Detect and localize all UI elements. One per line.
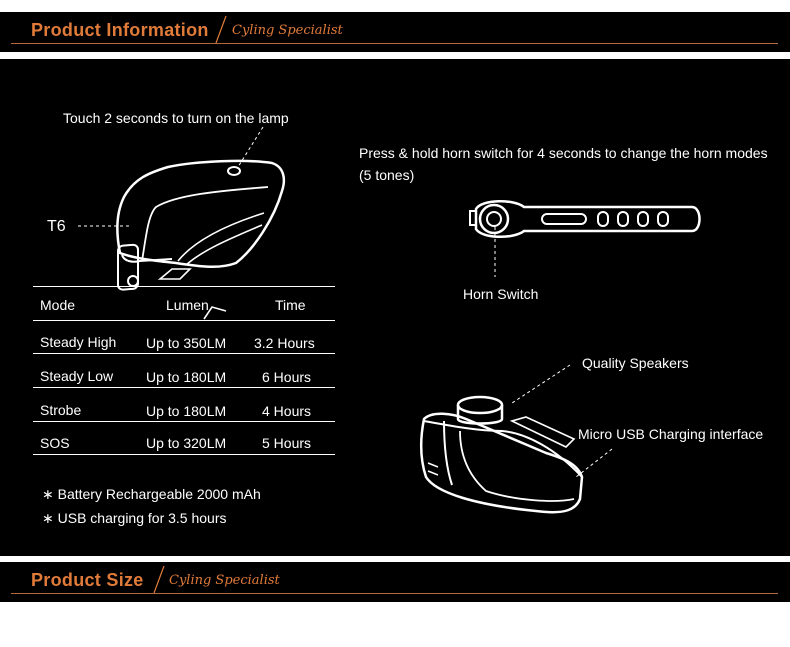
battery-note: ∗ Battery Rechargeable 2000 mAh (42, 486, 261, 502)
header-underline-bottom (11, 593, 778, 594)
table-cell-time: 5 Hours (262, 435, 312, 451)
header-band-top: Product Information Cyling Specialist (0, 12, 790, 52)
product-information-panel: Touch 2 seconds to turn on the lamp T6 M… (0, 59, 790, 556)
table-cell-lumen: Up to 180LM (146, 369, 227, 385)
speaker-unit-illustration (420, 364, 613, 514)
table-cell-lumen: Up to 350LM (146, 335, 227, 351)
horn-instruction: Press & hold horn switch for 4 seconds t… (359, 145, 768, 183)
table-header-mode: Mode (40, 297, 76, 313)
table-cell-lumen: Up to 180LM (146, 403, 227, 419)
header-slash-icon (153, 565, 165, 594)
table-cell-time: 6 Hours (262, 369, 312, 385)
header-band-bottom: Product Size Cyling Specialist (0, 562, 790, 602)
section-subtitle-top: Cyling Specialist (232, 23, 343, 38)
table-rule (33, 454, 335, 455)
table-header-lumen: Lumen (166, 297, 209, 313)
usb-charging-label: Micro USB Charging interface (578, 426, 764, 442)
table-rule (33, 387, 335, 388)
touch-instruction-label: Touch 2 seconds to turn on the lamp (63, 110, 289, 126)
bike-lamp-illustration (116, 126, 286, 320)
table-rule (33, 421, 335, 422)
section-subtitle-bottom: Cyling Specialist (169, 573, 280, 588)
quality-speakers-label: Quality Speakers (582, 355, 689, 371)
header-slash-icon (215, 15, 227, 44)
table-cell-mode: Steady Low (40, 368, 114, 384)
table-rule (33, 353, 335, 354)
horn-switch-label: Horn Switch (463, 286, 539, 302)
table-cell-lumen: Up to 320LM (146, 435, 227, 451)
charging-note: ∗ USB charging for 3.5 hours (42, 510, 227, 526)
horn-switch-illustration (469, 200, 701, 277)
table-cell-mode: Steady High (40, 334, 117, 350)
table-cell-time: 4 Hours (262, 403, 312, 419)
led-type-label: T6 (47, 218, 66, 235)
section-title-product-size: Product Size (31, 570, 144, 590)
led-leader-line (78, 225, 132, 227)
section-title-product-information: Product Information (31, 20, 209, 40)
table-header-time: Time (275, 297, 306, 313)
table-cell-mode: SOS (40, 435, 70, 451)
table-cell-mode: Strobe (40, 402, 82, 418)
header-underline-top (11, 43, 778, 44)
table-cell-time: 3.2 Hours (254, 335, 315, 351)
table-rule (33, 320, 335, 321)
table-rule (33, 286, 335, 287)
